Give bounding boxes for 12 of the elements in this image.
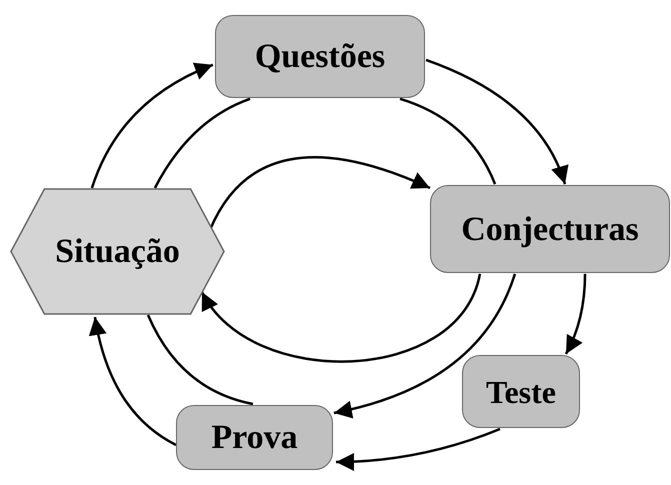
process-box: Prova xyxy=(176,405,333,470)
arrow xyxy=(90,63,214,188)
arrow xyxy=(336,428,500,471)
hexagon-node: Situação xyxy=(10,188,225,315)
arrow xyxy=(200,273,482,363)
process-box: Questões xyxy=(215,15,425,98)
process-box: Teste xyxy=(462,355,580,428)
arrow xyxy=(334,273,516,418)
arrow xyxy=(426,58,568,185)
process-box: Conjecturas xyxy=(430,185,670,273)
arrow xyxy=(89,316,177,446)
arrow xyxy=(564,274,586,355)
